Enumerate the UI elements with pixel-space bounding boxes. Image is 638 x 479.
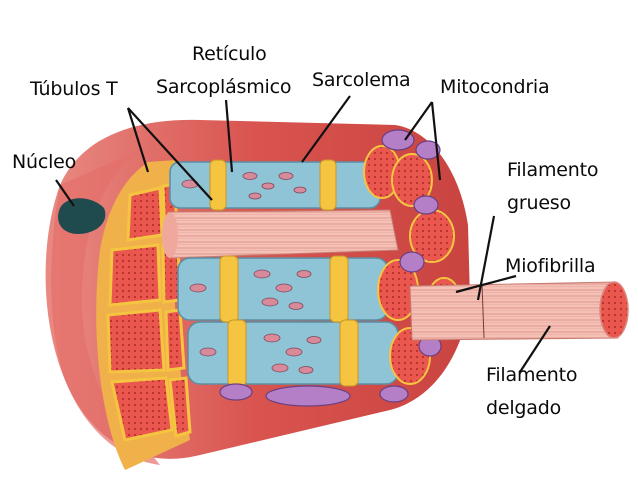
leader-lines [55,95,551,373]
label-filamento-grueso-2: grueso [507,192,571,214]
label-miofibrilla: Miofibrilla [505,255,596,277]
nucleus [58,198,106,234]
label-filamento-grueso-1: Filamento [507,159,599,181]
label-filamento-delgado-2: delgado [486,397,562,419]
extended-myofibril [409,281,629,341]
label-tubulos-t: Túbulos T [30,78,118,100]
label-reticulo: Retículo [192,43,267,65]
label-sarcolema: Sarcolema [312,69,411,91]
label-nucleo: Núcleo [12,151,77,173]
label-sarcoplasmico: Sarcoplásmico [156,76,292,98]
label-filamento-delgado-1: Filamento [486,364,578,386]
mitochondria-group [219,129,442,407]
label-mitocondria: Mitocondria [440,76,550,98]
